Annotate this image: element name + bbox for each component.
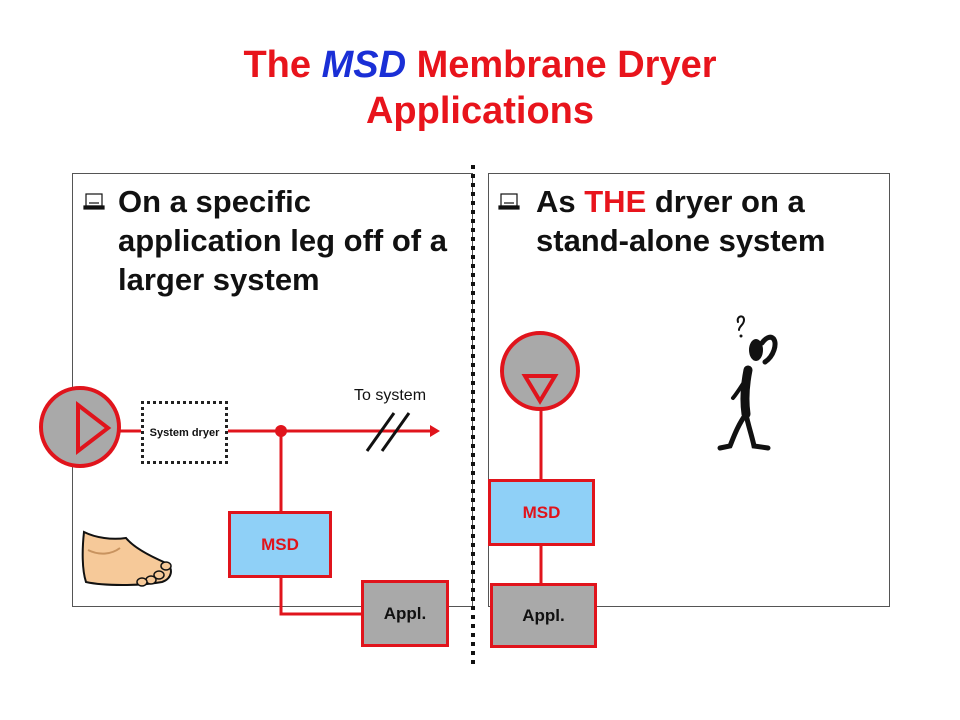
right-bullet-text: As THE dryer on a stand-alone system: [536, 184, 826, 258]
system-dryer-box: System dryer: [141, 401, 228, 464]
left-bullet-text: On a specific application leg off of a l…: [118, 184, 447, 297]
title-line-2: Applications: [365, 90, 595, 132]
compressor-icon-right: [500, 331, 580, 411]
bullet-highlight: THE: [584, 184, 647, 219]
break-mark-1: [365, 412, 396, 452]
compressor-icon-left: [39, 386, 121, 468]
left-msd-box: MSD: [228, 511, 332, 578]
break-mark-2: [380, 412, 411, 452]
left-appl-box: Appl.: [361, 580, 449, 647]
slide-title: The MSD Membrane Dryer Applications: [0, 42, 960, 134]
right-appl-box: Appl.: [490, 583, 597, 648]
confused-person-icon: [717, 315, 778, 451]
right-msd-box: MSD: [488, 479, 595, 546]
msd-to-appl-pipe: [279, 577, 363, 616]
to-system-label: To system: [354, 387, 427, 404]
foot-icon: [81, 530, 172, 587]
title-accent: MSD: [321, 44, 407, 86]
title-line-1: The MSD Membrane Dryer: [243, 44, 717, 86]
bullet-icon-right: [498, 193, 520, 210]
bullet-icon-left: [83, 193, 105, 210]
arrowhead-to-system: [430, 425, 440, 437]
